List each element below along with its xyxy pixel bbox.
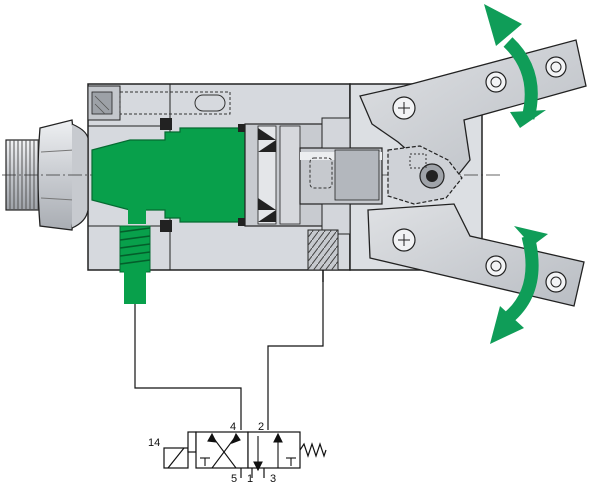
piston-rod: [299, 147, 383, 205]
piston: [244, 123, 324, 227]
port-label-2: 2: [258, 421, 264, 433]
port-left-threaded: [119, 225, 151, 304]
valve-label-14: 14: [148, 437, 160, 449]
port-label-1: 1: [247, 473, 253, 485]
mounting-screw-top: [87, 85, 231, 121]
port-right-threaded: [307, 229, 339, 282]
solenoid-valve-5-2: 14 4 2 5 1 3: [148, 421, 327, 485]
bore-walls: [321, 117, 351, 235]
solenoid-icon: [163, 431, 197, 469]
spring-icon: [299, 442, 327, 458]
curved-rotation-arrow-icon: [490, 226, 548, 344]
piston-spring-cut: [258, 128, 276, 222]
port-label-4: 4: [230, 421, 236, 433]
pneumatic-lines: [134, 282, 324, 430]
port-label-3: 3: [270, 473, 276, 485]
pressurized-air-chamber: [91, 127, 246, 224]
o-ring-seals: [160, 118, 246, 232]
port-label-5: 5: [231, 473, 237, 485]
cam-linkage: [387, 145, 463, 205]
curved-rotation-arrow-icon: [484, 4, 546, 128]
